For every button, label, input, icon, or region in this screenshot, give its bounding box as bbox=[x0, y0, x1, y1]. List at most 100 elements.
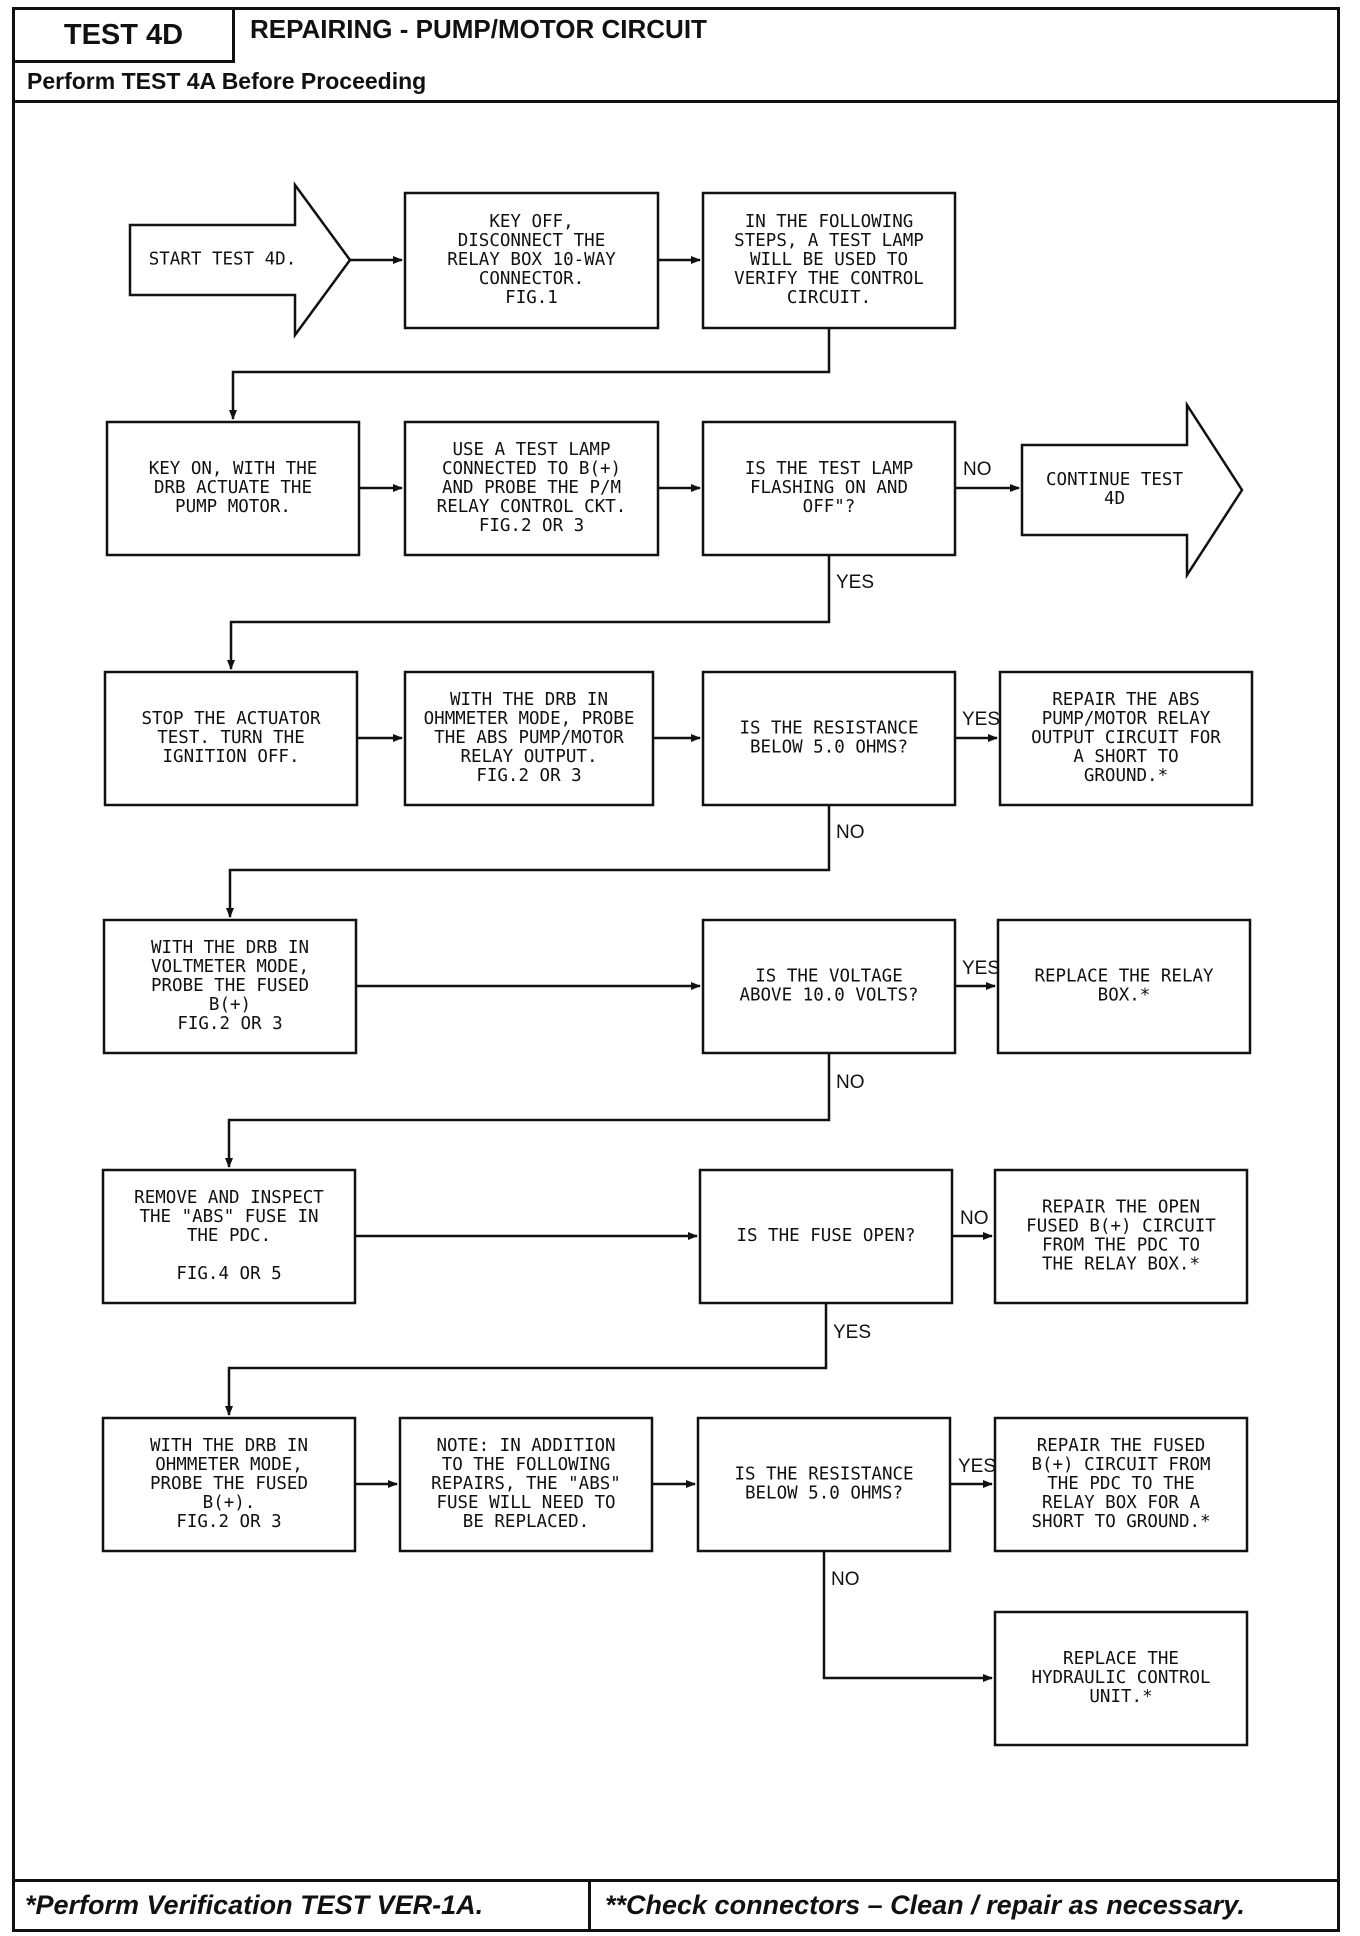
node-text-uselamp: USE A TEST LAMP bbox=[452, 440, 610, 460]
node-shape-note bbox=[398, 1416, 654, 1553]
page-title: REPAIRING - PUMP/MOTOR CIRCUIT bbox=[250, 14, 707, 44]
node-text-keyoff: DISCONNECT THE bbox=[458, 231, 606, 251]
flowchart-connectors bbox=[225, 256, 1020, 1682]
node-text-q-flashing: FLASHING ON AND bbox=[750, 478, 908, 498]
node-start: START TEST 4D. bbox=[128, 181, 352, 339]
node-shape-testlamp-intro bbox=[701, 191, 957, 330]
connector-21 bbox=[822, 1551, 993, 1682]
node-text-replace-hcu: HYDRAULIC CONTROL bbox=[1031, 1668, 1210, 1688]
footer-divider bbox=[15, 1879, 1337, 1882]
node-text-replace-hcu: UNIT.* bbox=[1089, 1687, 1152, 1707]
footer-verification-note: *Perform Verification TEST VER-1A. bbox=[25, 1890, 484, 1920]
node-shape-q-fuse bbox=[698, 1168, 954, 1305]
node-text-q-fuse: IS THE FUSE OPEN? bbox=[736, 1226, 915, 1246]
node-shape-continue bbox=[1020, 400, 1244, 580]
node-text-note: BE REPLACED. bbox=[463, 1512, 589, 1532]
node-text-repair-relay: OUTPUT CIRCUIT FOR bbox=[1031, 728, 1221, 748]
node-text-repair-fused: REPAIR THE FUSED bbox=[1037, 1436, 1206, 1456]
node-shape-repair-fused bbox=[993, 1416, 1249, 1553]
node-text-repair-fused: RELAY BOX FOR A bbox=[1042, 1493, 1201, 1513]
node-text-q-res2: BELOW 5.0 OHMS? bbox=[745, 1484, 903, 1504]
node-shape-keyoff bbox=[403, 191, 660, 330]
node-q-fuse: IS THE FUSE OPEN? bbox=[698, 1168, 954, 1305]
node-text-ohm-relay: WITH THE DRB IN bbox=[450, 690, 608, 710]
node-text-ohm-relay: RELAY OUTPUT. bbox=[461, 747, 598, 767]
node-text-repair-relay: GROUND.* bbox=[1084, 766, 1168, 786]
prerequisite-bar: Perform TEST 4A Before Proceeding bbox=[15, 63, 1337, 103]
node-shape-keyon bbox=[105, 420, 361, 557]
node-shape-replace-relay bbox=[996, 918, 1252, 1055]
node-shape-ohm-relay bbox=[403, 670, 655, 807]
node-text-testlamp-intro: VERIFY THE CONTROL bbox=[734, 269, 924, 289]
node-text-keyoff: KEY OFF, bbox=[489, 212, 573, 232]
node-text-ohm-fused: FIG.2 OR 3 bbox=[176, 1512, 281, 1532]
node-text-keyon: KEY ON, WITH THE bbox=[149, 459, 318, 479]
edge-label-q-volt-no: NO bbox=[836, 1072, 865, 1093]
edge-label-q-fuse-yes: YES bbox=[833, 1322, 871, 1343]
node-text-testlamp-intro: CIRCUIT. bbox=[787, 288, 871, 308]
connector-17 bbox=[225, 1303, 828, 1416]
node-text-q-flashing: IS THE TEST LAMP bbox=[745, 459, 914, 479]
node-text-uselamp: FIG.2 OR 3 bbox=[479, 516, 584, 536]
footer-connector-note: **Check connectors – Clean / repair as n… bbox=[588, 1882, 1337, 1929]
node-text-stop: TEST. TURN THE bbox=[157, 728, 305, 748]
node-shape-replace-hcu bbox=[993, 1610, 1249, 1747]
node-text-volt: B(+) bbox=[209, 995, 251, 1015]
node-text-note: TO THE FOLLOWING bbox=[442, 1455, 611, 1475]
node-text-ohm-relay: THE ABS PUMP/MOTOR bbox=[434, 728, 624, 748]
connector-7 bbox=[227, 555, 831, 670]
node-text-ohm-fused: B(+). bbox=[203, 1493, 256, 1513]
edge-label-q-volt-yes: YES bbox=[962, 958, 1000, 979]
node-text-volt: WITH THE DRB IN bbox=[151, 938, 309, 958]
node-text-q-res1: IS THE RESISTANCE bbox=[739, 719, 918, 739]
connector-11 bbox=[226, 805, 831, 918]
node-text-volt: VOLTMETER MODE, bbox=[151, 957, 309, 977]
connector-3 bbox=[229, 328, 831, 420]
node-shape-repair-open bbox=[993, 1168, 1249, 1305]
node-text-repair-fused: B(+) CIRCUIT FROM bbox=[1031, 1455, 1210, 1475]
node-text-volt: FIG.2 OR 3 bbox=[177, 1014, 282, 1034]
edge-label-q-flashing-no: NO bbox=[963, 459, 992, 480]
node-text-repair-open: FROM THE PDC TO bbox=[1042, 1236, 1200, 1256]
edge-label-q-res1-no: NO bbox=[836, 822, 865, 843]
node-text-q-res1: BELOW 5.0 OHMS? bbox=[750, 738, 908, 758]
node-shape-volt bbox=[102, 918, 358, 1055]
node-text-ohm-fused: WITH THE DRB IN bbox=[150, 1436, 308, 1456]
node-text-keyoff: CONNECTOR. bbox=[479, 269, 584, 289]
node-text-repair-relay: PUMP/MOTOR RELAY bbox=[1042, 709, 1211, 729]
node-shape-stop bbox=[103, 670, 359, 807]
node-text-repair-relay: A SHORT TO bbox=[1073, 747, 1178, 767]
node-shape-fuse bbox=[101, 1168, 357, 1305]
edge-label-q-res2-no: NO bbox=[831, 1569, 860, 1590]
node-text-q-res2: IS THE RESISTANCE bbox=[734, 1465, 913, 1485]
node-text-repair-fused: THE PDC TO THE bbox=[1047, 1474, 1195, 1494]
node-text-ohm-relay: FIG.2 OR 3 bbox=[476, 766, 581, 786]
node-text-stop: STOP THE ACTUATOR bbox=[141, 709, 321, 729]
edge-label-q-res1-yes: YES bbox=[962, 709, 1000, 730]
node-text-keyoff: FIG.1 bbox=[505, 288, 558, 308]
node-text-q-volt: IS THE VOLTAGE bbox=[755, 967, 903, 987]
node-text-stop: IGNITION OFF. bbox=[163, 747, 300, 767]
node-text-note: FUSE WILL NEED TO bbox=[436, 1493, 615, 1513]
node-shape-start bbox=[128, 181, 352, 339]
node-text-continue: 4D bbox=[1104, 489, 1125, 509]
node-text-q-flashing: OFF"? bbox=[803, 497, 856, 517]
node-text-q-volt: ABOVE 10.0 VOLTS? bbox=[739, 986, 918, 1006]
